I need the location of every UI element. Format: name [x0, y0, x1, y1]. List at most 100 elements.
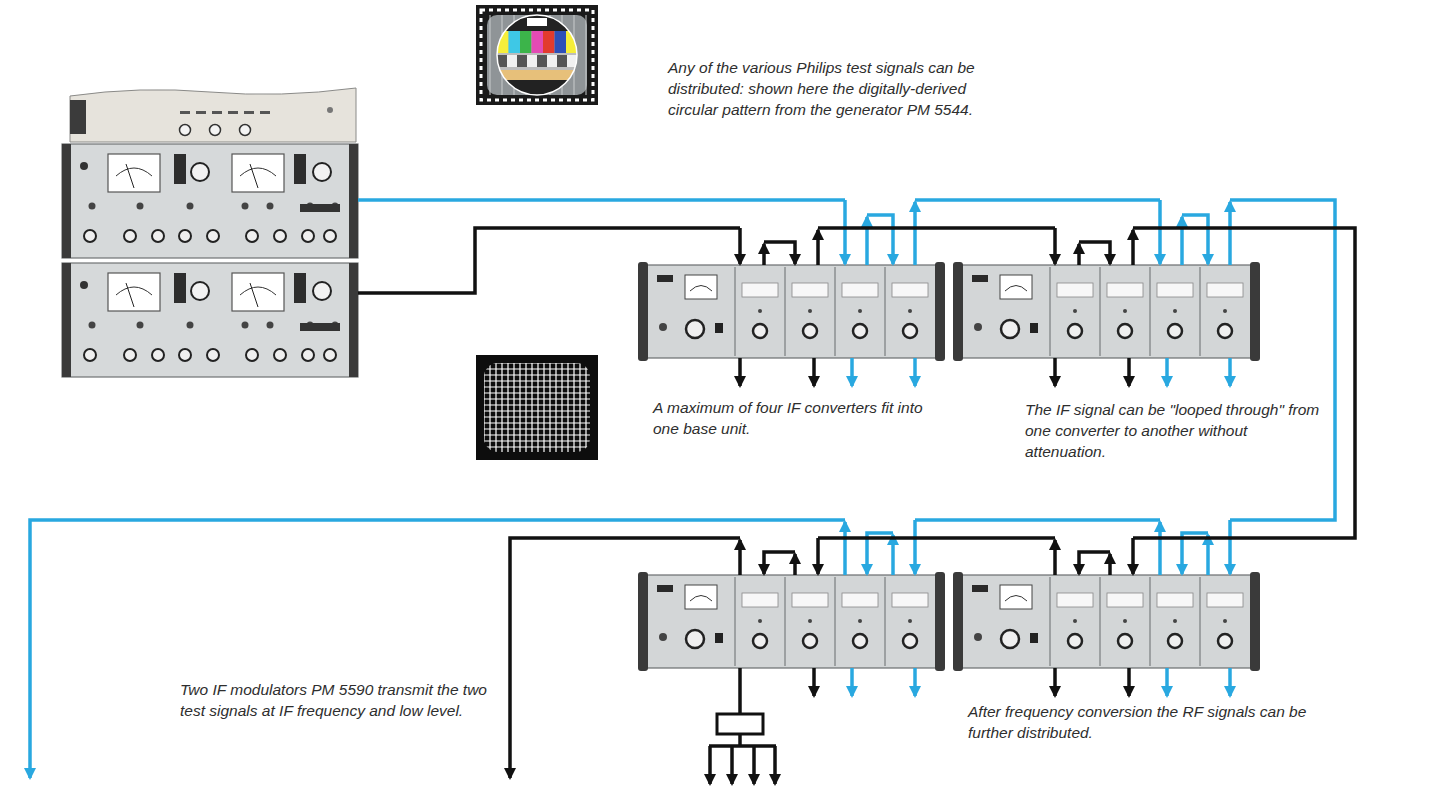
base-unit [960, 575, 1253, 668]
small-knob [267, 322, 274, 329]
grid-line [484, 363, 590, 364]
blue-wire [843, 200, 847, 264]
large-knob [191, 163, 209, 181]
base-unit [645, 575, 938, 668]
black-wire [738, 668, 742, 714]
handle [1250, 572, 1260, 671]
blue-wire [913, 358, 917, 386]
module-edge [1199, 577, 1200, 666]
small-knob [137, 322, 144, 329]
blue-wire [865, 217, 869, 265]
meter-scale [1005, 286, 1027, 292]
grid-line [579, 363, 580, 452]
handle [935, 572, 945, 671]
small-knob [659, 633, 667, 641]
module-lamp [1173, 619, 1177, 623]
grid-line [484, 446, 590, 447]
black-wire [793, 554, 797, 575]
black-wire [738, 734, 742, 746]
knob [240, 125, 251, 136]
grey-step [527, 55, 537, 67]
caption-slot: Any of the various Philips test signals … [668, 58, 1020, 121]
blue-wire [1180, 217, 1184, 265]
meter-scale [116, 287, 152, 295]
module-plate [1157, 593, 1193, 607]
module-plate [892, 283, 928, 297]
knob [179, 230, 191, 242]
small-knob [242, 322, 249, 329]
black-wire [738, 540, 742, 575]
module-plate [742, 283, 778, 297]
switch [1030, 323, 1038, 333]
module-edge [734, 577, 735, 666]
black-wire [358, 228, 740, 293]
grid-line [484, 404, 590, 405]
black-wire [1053, 358, 1057, 386]
large-knob [191, 282, 209, 300]
meter-scale [116, 168, 152, 176]
blue-wire [1228, 668, 1232, 696]
caption-text: Any of the various Philips test signals … [668, 58, 1020, 121]
module-plate [1107, 593, 1143, 607]
knob [302, 230, 314, 242]
test-card-grid [586, 15, 587, 95]
module-lamp [808, 619, 812, 623]
grey-step [507, 55, 517, 67]
knob [210, 125, 221, 136]
black-wire [1053, 228, 1057, 264]
grid-line [484, 410, 590, 411]
module-edge [784, 267, 785, 356]
grid-line [507, 363, 508, 452]
module-plate [1057, 593, 1093, 607]
black-wire [1127, 358, 1131, 386]
black-wire [762, 244, 766, 265]
blue-wire [891, 535, 895, 575]
switch-block [174, 273, 186, 303]
black-wire [818, 536, 1055, 540]
module-knob [1168, 324, 1182, 338]
grid-line [484, 374, 590, 375]
meter [108, 154, 160, 192]
grid-line [484, 392, 590, 393]
black-wire [816, 230, 820, 265]
base-unit [960, 265, 1253, 358]
knob [207, 230, 219, 242]
blue-wire [867, 215, 893, 264]
grid-line [484, 416, 590, 417]
logo [972, 275, 988, 282]
module-edge [1149, 267, 1150, 356]
caption-slot: The IF signal can be "looped through" fr… [1025, 400, 1325, 463]
base-unit [645, 265, 938, 358]
colour-bar [520, 31, 532, 53]
knob [1001, 630, 1019, 648]
module-lamp [758, 619, 762, 623]
circle-outline [497, 15, 577, 95]
module-knob [853, 324, 867, 338]
module-plate [1207, 283, 1243, 297]
knob [246, 349, 258, 361]
grid-line [555, 363, 556, 452]
handle [62, 144, 71, 258]
module-lamp [758, 309, 762, 313]
module-plate [892, 593, 928, 607]
colour-bar [532, 31, 544, 53]
blue-wire [1228, 520, 1232, 574]
switch-block [174, 154, 186, 184]
grid-line [567, 363, 568, 452]
module-plate [1207, 593, 1243, 607]
module-lamp [808, 309, 812, 313]
grid-line [495, 363, 496, 452]
blue-wire [1182, 215, 1208, 264]
black-band [497, 80, 577, 95]
meter [232, 154, 284, 192]
handle [638, 572, 648, 671]
large-knob [313, 282, 331, 300]
indicator [260, 111, 270, 114]
black-wire [738, 358, 742, 386]
small-knob [89, 203, 96, 210]
knob [274, 349, 286, 361]
knob [246, 230, 258, 242]
black-wire [1131, 230, 1135, 265]
module-knob [1168, 634, 1182, 648]
knob [207, 349, 219, 361]
